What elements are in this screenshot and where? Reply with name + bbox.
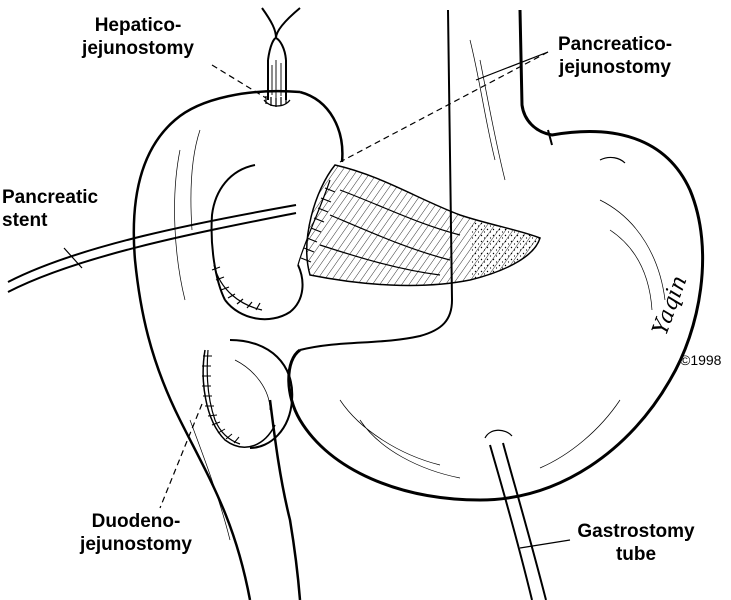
bile-duct [261, 7, 301, 100]
label-gastrostomy-tube-line2: tube [615, 544, 657, 565]
label-gastrostomy-tube: Gastrostomy tube [572, 520, 700, 566]
label-pancreatic-stent: Pancreatic stent [2, 186, 112, 232]
hepaticojejunostomy-sutures [263, 96, 291, 107]
copyright-notice: ©1998 [680, 352, 722, 368]
jejunal-loop [132, 89, 344, 600]
duodenojejunostomy [202, 339, 294, 449]
label-pancreaticojejunostomy-line2: jejunostomy [559, 57, 671, 78]
jejunal-stump-sutures [211, 264, 263, 311]
label-duodenojejunostomy: Duodeno- jejunostomy [74, 510, 198, 556]
gastrostomy-tube [484, 429, 547, 600]
label-gastrostomy-tube-line1: Gastrostomy [577, 521, 695, 542]
stomach [287, 9, 705, 502]
label-pancreaticojejunostomy: Pancreatico- jejunostomy [545, 33, 685, 79]
label-pancreatic-stent-line1: Pancreatic [2, 187, 99, 208]
label-hepaticojejunostomy: Hepatico- jejunostomy [76, 14, 200, 60]
pancreatic-stent [7, 204, 297, 293]
pancreas [306, 164, 541, 287]
label-pancreatic-stent-line2: stent [2, 210, 48, 231]
pancreaticojejunostomy-sutures [297, 179, 336, 266]
label-hepaticojejunostomy-line2: jejunostomy [82, 38, 194, 59]
label-pancreaticojejunostomy-line1: Pancreatico- [557, 34, 673, 55]
label-duodenojejunostomy-line1: Duodeno- [91, 511, 181, 532]
label-duodenojejunostomy-line2: jejunostomy [80, 534, 192, 555]
leader-lines [63, 51, 571, 549]
label-hepaticojejunostomy-line1: Hepatico- [94, 15, 182, 36]
